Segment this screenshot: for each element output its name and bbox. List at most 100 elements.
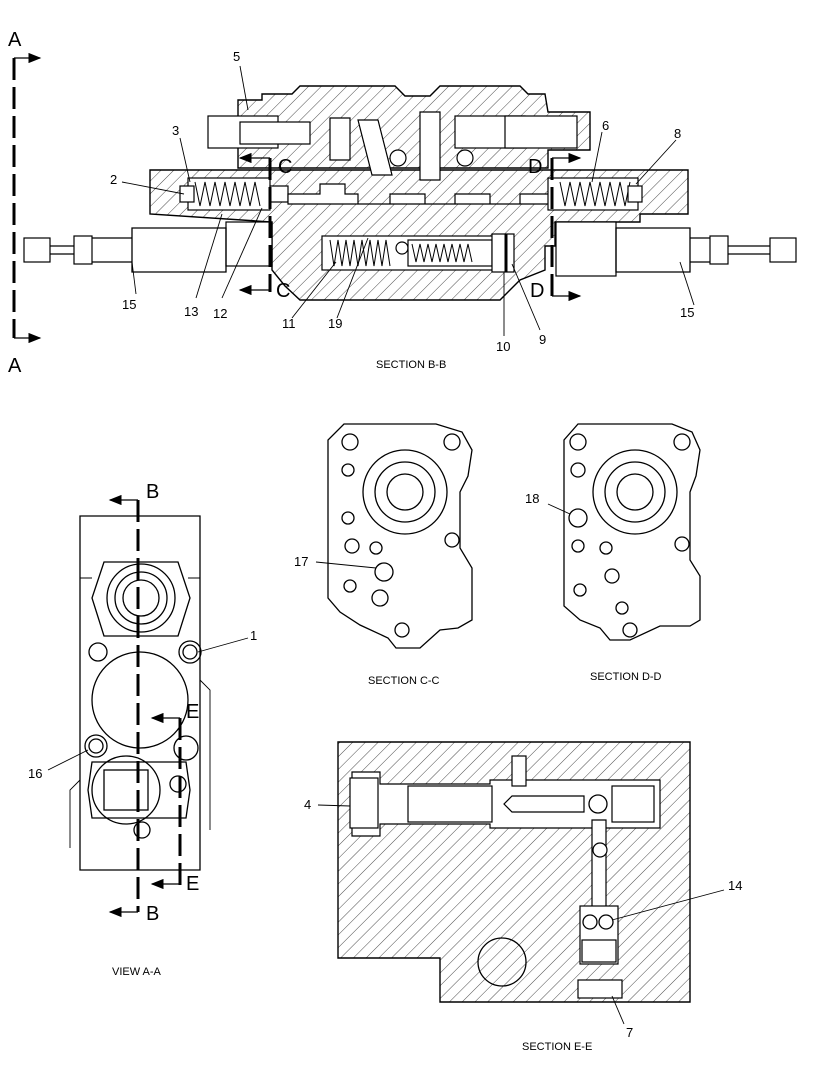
callout-9: 9: [539, 332, 546, 347]
cut-letter-c-bottom: C: [276, 280, 290, 302]
port-16-inner: [88, 738, 104, 754]
callout-14: 14: [728, 878, 742, 893]
port-hole: [615, 601, 629, 615]
port-hole: [573, 583, 587, 597]
ee-plug-7: [577, 979, 623, 999]
plate-outline-cc: [327, 423, 473, 649]
ee-plug-4: [349, 777, 379, 829]
left-spool-cartridge: [239, 121, 311, 145]
ee-spool: [407, 785, 493, 823]
bottom-fitting-ring: [91, 755, 161, 825]
passage: [357, 119, 393, 176]
upper-port-hole: [456, 149, 474, 167]
bolt-hole: [444, 532, 460, 548]
drilled-passage-18: [568, 508, 588, 528]
port-hole: [371, 589, 389, 607]
port-1-inner: [182, 644, 198, 660]
middle-bore: [91, 651, 189, 749]
ee-check-ball-14: [598, 914, 614, 930]
left-spool-end: [269, 185, 289, 203]
ee-mount-hole: [477, 937, 527, 987]
section-dd: 18 SECTION D-D: [525, 423, 701, 683]
callout-17: 17: [294, 554, 308, 569]
cut-line-c: [238, 152, 272, 296]
bolt-hole: [341, 433, 359, 451]
callout-2: 2: [110, 172, 117, 187]
caption-section-cc: SECTION C-C: [368, 675, 440, 687]
cut-letter-d-bottom: D: [530, 280, 544, 302]
right-connector-harness: [615, 227, 797, 273]
relief-inner-spring: [411, 243, 473, 263]
cut-letter-b-bottom: B: [146, 903, 159, 925]
cut-letter-d-top: D: [528, 156, 542, 178]
right-lower-housing: [555, 221, 617, 277]
relief-ball: [395, 241, 409, 255]
port-hole: [604, 568, 620, 584]
ee-passage-ball: [592, 842, 608, 858]
drilled-passage-17: [374, 562, 394, 582]
cut-line-e: [150, 712, 182, 890]
plate-outline-dd: [563, 423, 701, 641]
bolt-hole: [622, 622, 638, 638]
side-hole: [133, 821, 151, 839]
callout-1: 1: [250, 628, 257, 643]
callout-6: 6: [602, 118, 609, 133]
main-spool: [287, 183, 551, 205]
cut-letter-b-top: B: [146, 481, 159, 503]
callout-15-left: 15: [122, 297, 136, 312]
mount-hole: [88, 642, 108, 662]
section-ee: 4 14 7 SECTION E-E: [304, 741, 742, 1053]
caption-section-bb: SECTION B-B: [376, 359, 446, 371]
callout-3: 3: [172, 123, 179, 138]
upper-port-hole: [389, 149, 407, 167]
callout-15-right: 15: [680, 305, 694, 320]
bolt-hole: [673, 433, 691, 451]
main-bore-mid: [374, 461, 436, 523]
port-hole: [344, 538, 360, 554]
callout-10: 10: [496, 339, 510, 354]
port-hole: [341, 511, 355, 525]
caption-section-dd: SECTION D-D: [590, 671, 662, 683]
main-bore-outer: [362, 449, 448, 535]
left-spring-chamber: [187, 177, 271, 211]
callout-5: 5: [233, 49, 240, 64]
cut-line-d: [550, 152, 582, 302]
right-solenoid-cartridge: [504, 115, 578, 149]
port-hole: [599, 541, 613, 555]
callout-13: 13: [184, 304, 198, 319]
main-bore-inner: [616, 473, 654, 511]
cut-letter-a-top: A: [8, 29, 22, 51]
main-bore-inner: [386, 473, 424, 511]
cut-letter-a-bottom: A: [8, 355, 22, 377]
left-connector-harness: [23, 227, 227, 273]
cut-line-b: [108, 494, 140, 918]
top-fitting-ring: [114, 571, 168, 625]
callout-11: 11: [282, 316, 296, 331]
view-aa-outline: [79, 515, 201, 871]
port-1: [178, 640, 202, 664]
cut-line-a: [12, 52, 42, 344]
ee-vertical-passage: [591, 819, 607, 909]
callout-19: 19: [328, 316, 342, 331]
relief-spring: [329, 239, 391, 267]
port-hole: [571, 539, 585, 553]
right-end-plug: [627, 185, 643, 203]
main-bore-mid: [604, 461, 666, 523]
bolt-hole: [674, 536, 690, 552]
callout-18: 18: [525, 491, 539, 506]
ee-top-passage: [511, 755, 527, 787]
ee-check-ball: [588, 794, 608, 814]
bolt-hole: [569, 433, 587, 451]
cut-letter-c-top: C: [278, 156, 292, 178]
caption-view-aa: VIEW A-A: [112, 966, 162, 978]
port-hole: [570, 462, 586, 478]
callout-7: 7: [626, 1025, 633, 1040]
top-fitting-ring: [106, 563, 176, 633]
cut-letter-e-bottom: E: [186, 873, 199, 895]
bottom-square: [103, 769, 149, 811]
ee-end-plug: [611, 785, 655, 823]
port-hole: [369, 541, 383, 555]
top-hex-fitting: [91, 561, 191, 637]
callout-8: 8: [674, 126, 681, 141]
